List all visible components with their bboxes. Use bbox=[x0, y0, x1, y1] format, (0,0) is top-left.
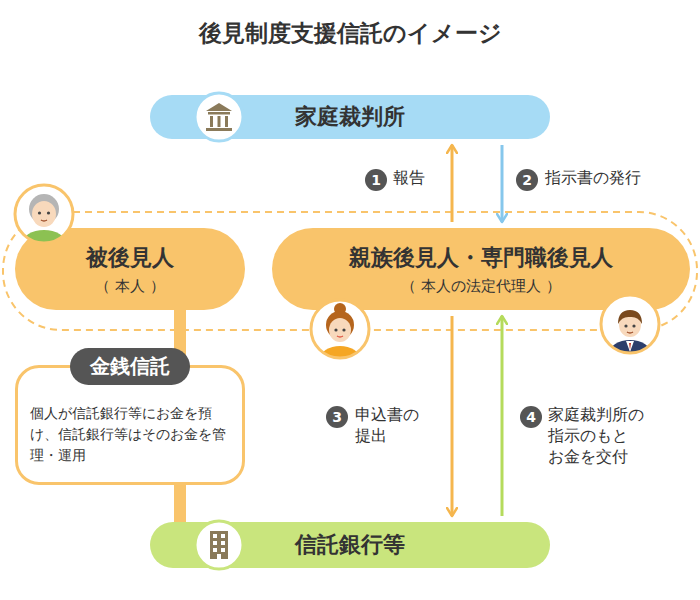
arrow-connector bbox=[501, 145, 504, 222]
ward-box: 被後見人 （ 本人 ） bbox=[15, 228, 245, 310]
guardian-box: 親族後見人・専門職後見人 （ 本人の法定代理人 ） bbox=[272, 228, 690, 310]
node-title: 親族後見人・専門職後見人 bbox=[349, 243, 613, 273]
bank-band: 信託銀行等 bbox=[150, 522, 550, 568]
woman-icon bbox=[308, 297, 372, 361]
arrow-connector bbox=[451, 145, 454, 222]
diagram-title: 後見制度支援信託のイメージ bbox=[0, 18, 700, 49]
elderly-icon bbox=[12, 182, 76, 246]
court-icon bbox=[193, 91, 245, 143]
node-body: 個人が信託銀行等にお金を預け、信託銀行等はそのお金を管理・運用 bbox=[30, 403, 230, 466]
trust-box: 金銭信託個人が信託銀行等にお金を預け、信託銀行等はそのお金を管理・運用 bbox=[15, 365, 245, 485]
callout-number: 3 bbox=[326, 406, 348, 428]
edge-label: 指示書の発行 bbox=[545, 168, 665, 189]
node-title: 金銭信託 bbox=[70, 348, 190, 385]
node-body: （ 本人の法定代理人 ） bbox=[401, 277, 561, 296]
node-title: 信託銀行等 bbox=[295, 530, 405, 560]
node-title: 被後見人 bbox=[86, 243, 174, 273]
callout-number: 4 bbox=[520, 406, 542, 428]
edge-label: 申込書の 提出 bbox=[355, 405, 427, 447]
man-icon bbox=[598, 292, 662, 356]
bank-icon bbox=[193, 519, 245, 571]
edge-label: 家庭裁判所の 指示のもと お金を交付 bbox=[548, 405, 658, 467]
arrow-connector bbox=[451, 316, 454, 516]
node-body: （ 本人 ） bbox=[95, 277, 165, 296]
link-bar bbox=[174, 485, 186, 522]
edge-label: 報告 bbox=[393, 168, 453, 189]
arrow-connector bbox=[501, 316, 504, 516]
callout-number: 1 bbox=[365, 169, 387, 191]
court-band: 家庭裁判所 bbox=[150, 95, 550, 139]
callout-number: 2 bbox=[516, 169, 538, 191]
node-title: 家庭裁判所 bbox=[295, 102, 405, 132]
